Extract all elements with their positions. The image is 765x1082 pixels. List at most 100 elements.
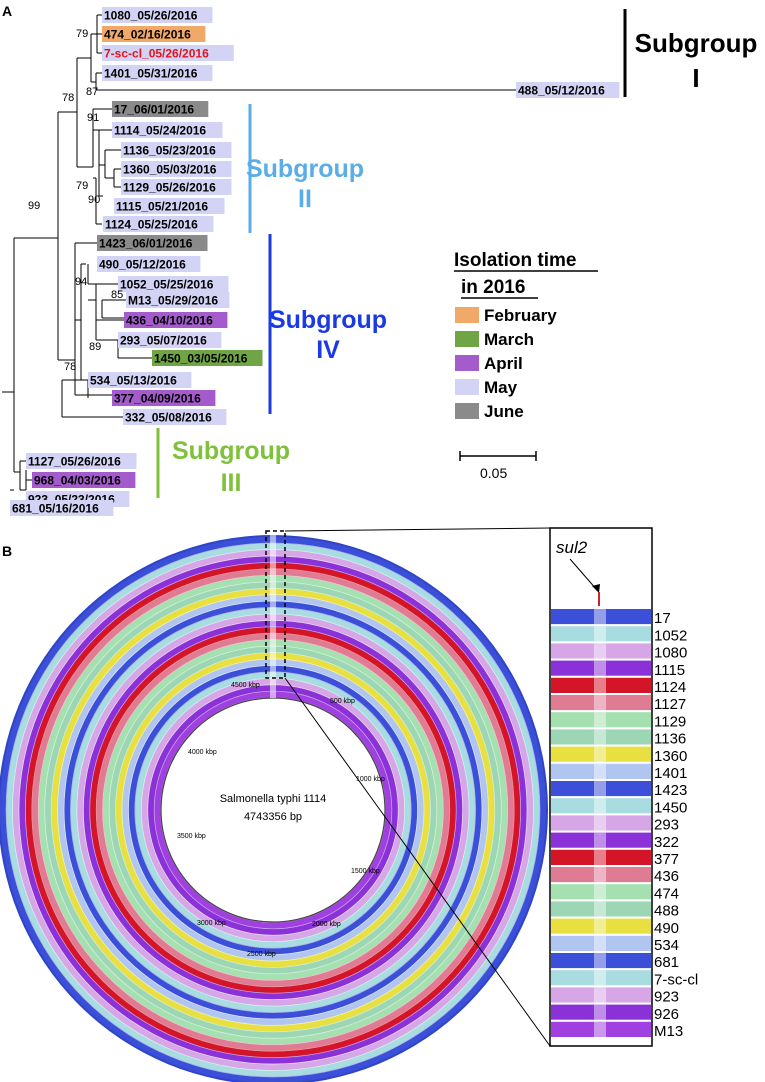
genome-ring-plot xyxy=(0,535,548,1082)
kbp-label: 1500 kbp xyxy=(351,868,380,875)
subgroup-4-number: IV xyxy=(316,336,340,364)
zoom-track-window xyxy=(594,901,606,917)
zoom-track-window xyxy=(594,1021,606,1037)
zoom-track-gap xyxy=(551,796,651,799)
zoom-track-gap xyxy=(551,727,651,730)
zoom-track-gap xyxy=(551,1019,651,1022)
scale-bar-label: 0.05 xyxy=(480,465,507,481)
zoom-track-gap xyxy=(551,779,651,781)
legend-title-line2: in 2016 xyxy=(461,277,525,298)
zoom-track-label: 322 xyxy=(654,834,679,851)
legend-swatch xyxy=(455,331,479,347)
zoom-track xyxy=(551,849,651,865)
leaf-highlight xyxy=(32,472,136,488)
zoom-track-label: 488 xyxy=(654,903,679,920)
legend-swatch xyxy=(455,379,479,395)
leaf-highlight xyxy=(102,45,234,61)
ring-gap xyxy=(270,535,276,698)
zoom-track-window xyxy=(594,746,606,762)
tree-leaf-label: 681_05/16/2016 xyxy=(12,502,99,516)
genome-size: 4743356 bp xyxy=(244,811,302,823)
zoom-track-label: 436 xyxy=(654,868,679,885)
zoom-track-label: 490 xyxy=(654,920,679,937)
tree-leaf-label: 332_05/08/2016 xyxy=(125,411,212,425)
kbp-label: 4000 kbp xyxy=(188,749,217,756)
zoom-connector-top xyxy=(284,527,551,532)
zoom-track-window xyxy=(594,781,606,797)
leaf-highlight xyxy=(102,65,213,81)
genome-name: Salmonella typhi 1114 xyxy=(220,793,327,805)
bootstrap-value: 94 xyxy=(75,276,87,288)
zoom-track-window xyxy=(594,953,606,969)
zoom-track-window xyxy=(594,815,606,831)
zoom-track-window xyxy=(594,677,606,693)
zoom-track-window xyxy=(594,970,606,986)
kbp-label: 2500 kbp xyxy=(247,951,276,958)
leaf-highlight xyxy=(152,350,263,366)
zoom-track-label: 923 xyxy=(654,989,679,1006)
tree-leaf-label: 1423_06/01/2016 xyxy=(99,237,193,251)
zoom-track-gap xyxy=(551,968,651,971)
zoom-track-label: 1360 xyxy=(654,748,687,765)
zoom-track xyxy=(551,832,651,848)
zoom-track xyxy=(551,815,651,831)
leaf-highlight xyxy=(516,82,620,98)
zoom-track-window xyxy=(594,987,606,1003)
tree-leaf-label: 17_06/01/2016 xyxy=(114,103,194,117)
zoom-track xyxy=(551,1004,651,1020)
tree-leaf-label: 474_02/16/2016 xyxy=(104,28,191,42)
zoom-track xyxy=(551,798,651,814)
zoom-track xyxy=(551,901,651,917)
bootstrap-value: 91 xyxy=(87,112,99,124)
leaf-highlight xyxy=(103,216,214,232)
zoom-track-label: 1127 xyxy=(654,696,686,713)
zoom-track-window xyxy=(594,729,606,745)
zoom-track-gap xyxy=(551,813,651,816)
kbp-label: 500 kbp xyxy=(330,698,355,705)
legend: Isolation time in 2016 FebruaryMarchApri… xyxy=(454,250,598,421)
zoom-track xyxy=(551,970,651,986)
bootstrap-value: 87 xyxy=(86,86,98,98)
tree-leaf-label: 1129_05/26/2016 xyxy=(123,181,216,195)
zoom-track-label: 1052 xyxy=(654,627,687,644)
kbp-labels: 500 kbp 1000 kbp 1500 kbp 2000 kbp 2500 … xyxy=(177,682,385,958)
legend-swatch xyxy=(455,355,479,371)
zoom-track-window xyxy=(594,1004,606,1020)
panel-a-label: A xyxy=(2,3,12,19)
leaf-highlight xyxy=(124,312,228,328)
leaf-highlight xyxy=(121,161,232,177)
zoom-region-box xyxy=(265,530,286,679)
tree-leaf-label: 1052_05/25/2016 xyxy=(120,278,214,292)
leaf-highlight xyxy=(121,179,232,195)
zoom-track-gap xyxy=(551,899,651,902)
zoom-track-gap xyxy=(551,830,651,833)
zoom-track xyxy=(551,884,651,900)
bootstrap-value: 79 xyxy=(76,180,88,192)
kbp-label: 3500 kbp xyxy=(177,833,206,840)
legend-item-label: May xyxy=(484,378,518,397)
zoom-track-label: 534 xyxy=(654,937,679,954)
leaf-highlight xyxy=(88,372,192,388)
zoom-track-label: 7-sc-cl xyxy=(654,971,698,988)
leaf-highlight xyxy=(26,453,137,469)
zoom-track xyxy=(551,763,651,779)
legend-item-label: June xyxy=(484,402,524,421)
legend-swatch xyxy=(455,307,479,323)
legend-item-label: April xyxy=(484,354,523,373)
zoom-track-label: 1401 xyxy=(654,765,687,782)
zoom-track-label: 1450 xyxy=(654,799,687,816)
zoom-track-window xyxy=(594,609,606,625)
zoom-track-gap xyxy=(551,882,651,885)
scale-bar: 0.05 xyxy=(459,451,537,481)
zoom-track xyxy=(551,626,651,642)
tree-leaf-label: 436_04/10/2016 xyxy=(126,314,213,328)
leaf-highlight xyxy=(102,7,213,23)
zoom-track-label: M13 xyxy=(654,1023,683,1040)
bootstrap-value: 89 xyxy=(89,341,101,353)
zoom-tracks xyxy=(551,609,651,1039)
subgroup-1-label: Subgroup xyxy=(635,28,758,58)
leaf-highlight xyxy=(112,101,209,117)
kbp-label: 2000 kbp xyxy=(312,921,341,928)
subgroup-3-label: Subgroup xyxy=(172,437,290,465)
zoom-track-gap xyxy=(551,761,651,764)
